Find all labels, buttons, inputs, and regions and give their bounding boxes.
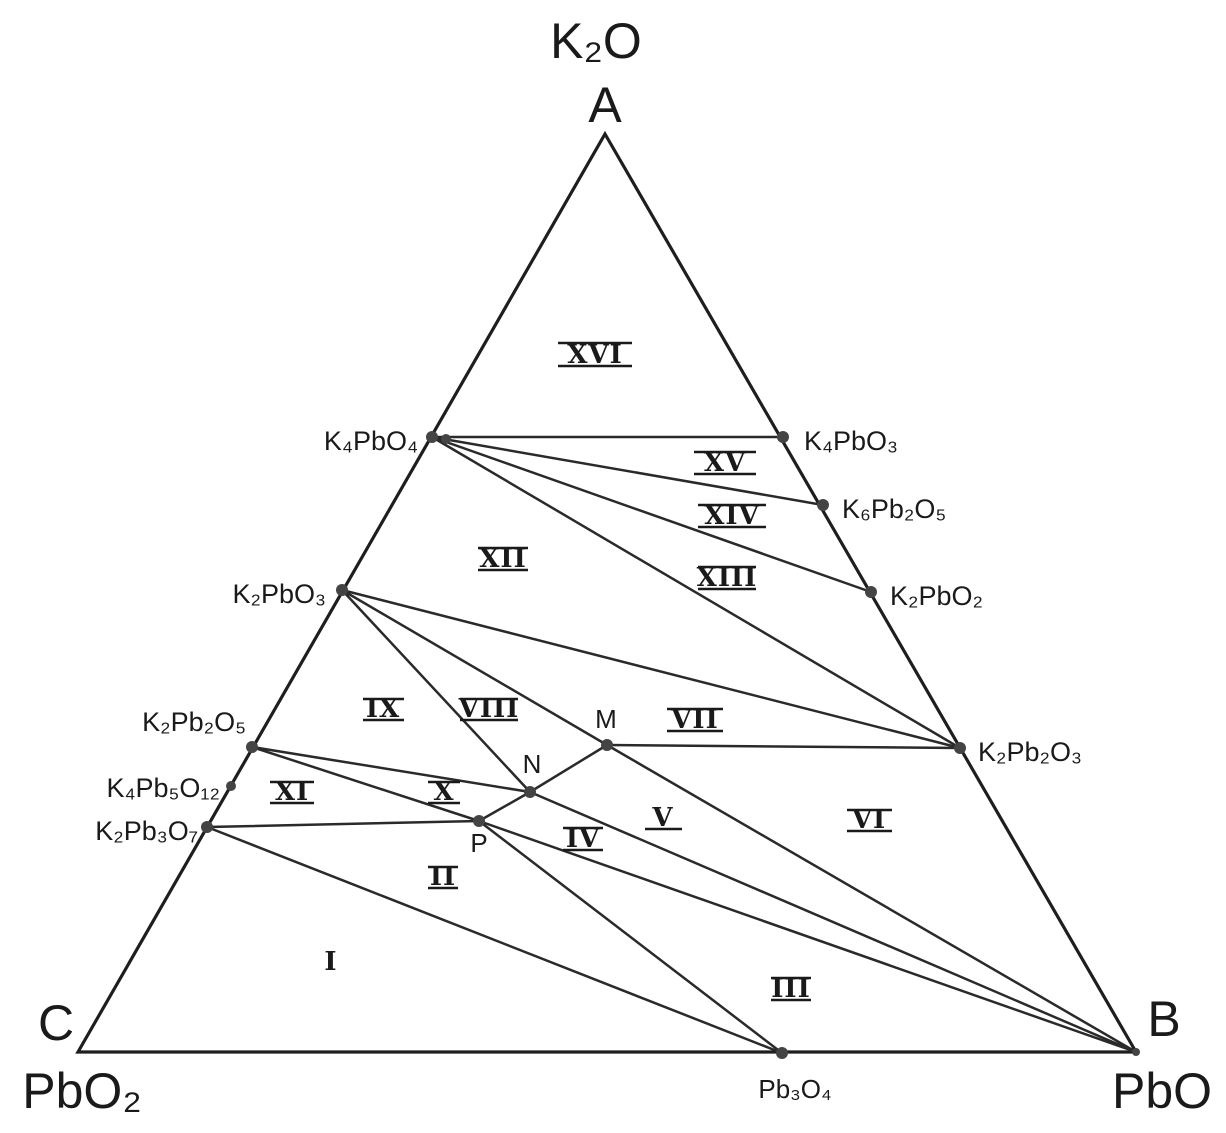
- point-k2pb2o3: [954, 742, 966, 754]
- region-iv: IV: [563, 824, 603, 854]
- tie-line-p-pbo: [477, 819, 1138, 1054]
- compound-labels: K₄PbO₄ K₄PbO₃ K₆Pb₂O₅ K₂PbO₂ K₂PbO₃ K₂Pb…: [95, 426, 1082, 1104]
- region-xv: XV: [694, 448, 756, 478]
- tie-line-k2pbo3-k2pb2o3: [340, 588, 962, 750]
- tie-line-k2pbo3-m: [340, 588, 609, 747]
- region-xiii: XIII: [697, 563, 758, 593]
- svg-text:X: X: [433, 777, 454, 807]
- vertex-b-letter: B: [1147, 991, 1180, 1047]
- vertex-c-letter: C: [38, 995, 74, 1051]
- svg-text:II: II: [430, 862, 456, 892]
- vertex-labels: K₂O A B PbO C PbO₂: [22, 13, 1212, 1119]
- vertex-c-oxide: PbO₂: [22, 1063, 141, 1119]
- point-k4pbo4: [426, 431, 438, 443]
- region-iii: III: [771, 974, 811, 1004]
- region-ii: II: [428, 862, 458, 892]
- tie-line-k4pbo4-k2pbo2: [430, 435, 873, 594]
- svg-text:I: I: [324, 947, 337, 977]
- label-k4pbo3: K₄PbO₃: [804, 426, 898, 456]
- region-vi: VI: [847, 805, 892, 835]
- label-k2pbo2: K₂PbO₂: [890, 581, 983, 611]
- tie-line-n-p: [477, 790, 532, 823]
- region-ix: IX: [363, 694, 404, 724]
- tie-line-k2pb3o7-pb3o4: [205, 825, 784, 1055]
- region-x: X: [428, 777, 460, 807]
- svg-text:XV: XV: [704, 448, 746, 478]
- tie-line-k4pbo4-k2pb2o3: [430, 435, 962, 750]
- tie-line-p-pb3o4: [477, 819, 784, 1055]
- label-p: P: [470, 828, 487, 858]
- point-p: [473, 815, 485, 827]
- svg-text:XII: XII: [479, 544, 527, 574]
- svg-text:XVI: XVI: [567, 340, 623, 370]
- region-i: I: [324, 947, 337, 977]
- label-k2pbo3: K₂PbO₃: [232, 579, 326, 609]
- region-xi: XI: [270, 777, 314, 807]
- region-viii: VIII: [458, 694, 520, 724]
- vertex-a-letter: A: [588, 77, 622, 133]
- point-n: [524, 786, 536, 798]
- svg-text:V: V: [651, 803, 673, 833]
- tie-line-k4pbo4-k6pb2o5: [430, 435, 825, 507]
- tie-line-n-m: [528, 743, 609, 794]
- point-k2pb3o7: [201, 821, 213, 833]
- label-k4pb5o12: K₄Pb₅O₁₂: [106, 773, 220, 803]
- point-k4pbo4-b: [441, 434, 451, 444]
- tie-line-k2pb2o5-n: [250, 745, 532, 794]
- region-xii: XII: [478, 544, 528, 574]
- region-v: V: [645, 803, 682, 833]
- point-m: [601, 739, 613, 751]
- point-pb3o4: [776, 1047, 788, 1059]
- label-k2pb2o5: K₂Pb₂O₅: [142, 707, 246, 737]
- tie-lines: [205, 435, 1138, 1055]
- region-xvi: XVI: [558, 340, 632, 370]
- svg-text:VII: VII: [670, 705, 719, 735]
- region-xiv: XIV: [698, 501, 766, 531]
- label-k2pb2o3: K₂Pb₂O₃: [978, 737, 1082, 767]
- svg-text:IX: IX: [366, 694, 400, 724]
- region-vii: VII: [667, 705, 723, 735]
- tie-line-m-k2pb2o3: [605, 743, 962, 750]
- point-pbo: [1132, 1048, 1140, 1056]
- svg-text:XI: XI: [275, 777, 309, 807]
- point-k6pb2o5: [817, 499, 829, 511]
- svg-text:III: III: [771, 974, 811, 1004]
- svg-text:VI: VI: [851, 805, 886, 835]
- tie-line-k2pb3o7-p: [205, 819, 481, 829]
- point-k2pbo3: [336, 584, 348, 596]
- vertex-a-oxide: K₂O: [550, 13, 642, 69]
- label-m: M: [595, 704, 617, 734]
- tie-line-m-pbo: [605, 743, 1138, 1054]
- svg-text:IV: IV: [566, 824, 600, 854]
- svg-text:VIII: VIII: [458, 694, 520, 724]
- tie-line-k2pb2o5-p: [250, 745, 481, 823]
- label-k2pb3o7: K₂Pb₃O₇: [95, 816, 198, 846]
- point-k4pbo3: [777, 431, 789, 443]
- vertex-b-oxide: PbO: [1112, 1063, 1212, 1119]
- point-k2pb2o5: [246, 741, 258, 753]
- point-k2pbo2: [865, 586, 877, 598]
- label-n: N: [523, 749, 542, 779]
- invariant-point-labels: M N P: [470, 704, 617, 858]
- label-k6pb2o5: K₆Pb₂O₅: [842, 494, 946, 524]
- label-pb3o4: Pb₃O₄: [758, 1074, 831, 1104]
- svg-text:XIV: XIV: [704, 501, 760, 531]
- label-k4pbo4: K₄PbO₄: [324, 426, 418, 456]
- phase-points: [201, 431, 1140, 1059]
- tie-line-n-pbo: [528, 790, 1138, 1054]
- tie-line-k2pbo3-n: [340, 588, 532, 794]
- point-k4pb5o12: [226, 781, 236, 791]
- region-labels: XVI XV XIV XIII XII IX: [270, 340, 892, 1004]
- svg-text:XIII: XIII: [697, 563, 758, 593]
